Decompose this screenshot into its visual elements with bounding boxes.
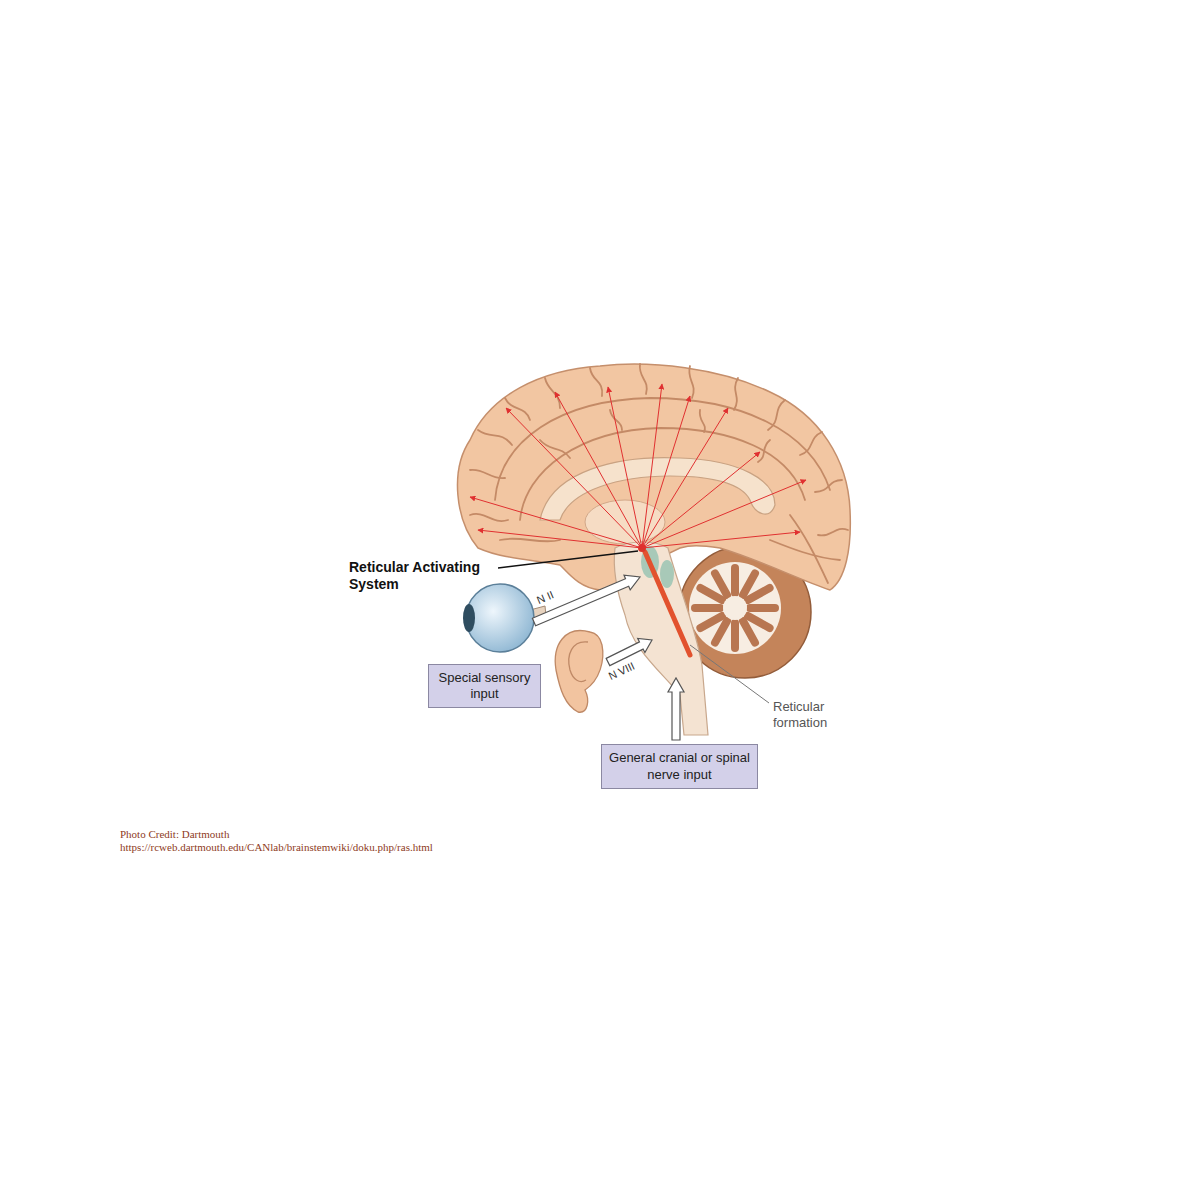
- input-box: Special sensory input: [428, 664, 541, 709]
- cerebrum-part: [540, 440, 570, 458]
- cerebrum-part: [478, 430, 512, 445]
- activation-arrows-part: [642, 480, 806, 548]
- ear-part: [569, 642, 588, 682]
- activation-arrows-part: [506, 408, 642, 548]
- cerebellum-part: [723, 596, 747, 620]
- input-arrows-part: [668, 678, 684, 740]
- leader-lines: [498, 551, 769, 703]
- cerebrum-part: [758, 440, 770, 462]
- cerebrum-part: [500, 539, 560, 542]
- cerebrum-part: [545, 378, 560, 408]
- activation-arrows-part: [642, 396, 690, 548]
- activation-arrows-part: [642, 384, 662, 548]
- source-url: https://rcweb.dartmouth.edu/CANlab/brain…: [120, 841, 433, 854]
- cerebrum-part: [700, 410, 705, 432]
- cerebrum-part: [770, 540, 840, 560]
- corpus-callosum: [540, 458, 775, 544]
- input-box: General cranial or spinal nerve input: [601, 744, 758, 789]
- cerebellum-part: [748, 588, 770, 600]
- nerve-label: N II: [535, 588, 556, 607]
- cerebrum-part: [815, 480, 842, 492]
- brainstem: [614, 542, 708, 735]
- activation-arrows-part: [608, 387, 642, 548]
- structure-label: Reticular formation: [773, 699, 853, 730]
- cerebrum-part: [818, 529, 848, 536]
- activation-arrows-part: [642, 452, 760, 548]
- cerebellum-part: [700, 588, 722, 600]
- structure-label: Reticular Activating System: [349, 559, 509, 593]
- activation-arrows-part: [555, 392, 642, 548]
- cerebrum-part: [800, 432, 822, 455]
- cerebrum-part: [505, 398, 530, 420]
- brainstem-part: [614, 542, 708, 735]
- cerebrum-part: [689, 366, 694, 398]
- cerebellum-part: [695, 568, 775, 648]
- activation-arrows: [470, 384, 806, 548]
- corpus-callosum-part: [585, 500, 665, 544]
- eye-part: [466, 584, 534, 652]
- brainstem-part: [660, 560, 674, 588]
- box-text: Special sensory input: [435, 670, 534, 703]
- nerve-label: N VIII: [606, 660, 637, 684]
- cerebellum-part: [750, 604, 775, 612]
- credit-text: Photo Credit: Dartmouth: [120, 828, 229, 841]
- cerebellum-part: [748, 616, 770, 628]
- cerebrum-part: [458, 364, 851, 590]
- cerebrum-part: [520, 428, 805, 520]
- input-arrows-part: [532, 575, 640, 626]
- cerebrum-part: [734, 378, 738, 410]
- cerebrum-part: [768, 400, 785, 430]
- input-arrows: [532, 575, 684, 740]
- ear: [555, 631, 603, 713]
- leader-lines-part: [498, 551, 638, 568]
- box-text: General cranial or spinal nerve input: [608, 750, 751, 783]
- input-arrows-part: [606, 638, 652, 665]
- ear-part: [555, 631, 603, 713]
- activation-arrows-part: [642, 408, 728, 548]
- cerebellum-part: [689, 562, 781, 654]
- cerebellum-part: [731, 568, 739, 593]
- activation-arrows-part: [470, 497, 642, 548]
- activation-arrows-part: [642, 532, 800, 548]
- cerebrum-part: [640, 364, 647, 394]
- leader-lines-part: [690, 645, 769, 703]
- cerebrum-part: [470, 470, 505, 478]
- cerebellum-part: [743, 621, 755, 643]
- cerebrum-part: [590, 368, 602, 396]
- activation-arrows-part: [478, 530, 642, 548]
- eye-part: [463, 604, 475, 632]
- cerebellum-part: [700, 616, 722, 628]
- cerebrum: [458, 364, 851, 590]
- cerebellum-part: [715, 573, 727, 595]
- cerebellum-part: [695, 604, 720, 612]
- cerebellum-part: [731, 623, 739, 648]
- cerebellum-part: [743, 573, 755, 595]
- cerebrum-part: [470, 514, 508, 521]
- cerebellum-part: [715, 621, 727, 643]
